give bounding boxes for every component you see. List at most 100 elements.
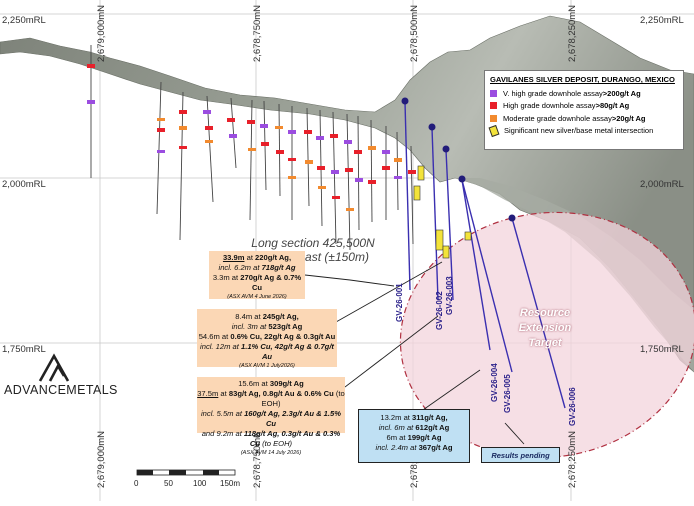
new-intersections	[413, 165, 472, 259]
target-label-line3: Target	[528, 337, 562, 349]
b2-source: (ASX AVM 1 July2026)	[239, 363, 295, 369]
legend-bold-2: >20g/t Ag	[611, 113, 646, 123]
leader-lines	[304, 261, 525, 445]
scale-bar: 0 50 100 150m	[134, 469, 240, 488]
b3-incl: incl. 5.5m at	[201, 409, 245, 418]
b3-incl-grade: 160g/t Ag, 2.3g/t Au & 1.5% Cu	[244, 409, 341, 428]
b4-interval: 13.2m at	[380, 413, 413, 422]
b2-incl-grade: 523g/t Ag	[268, 322, 303, 331]
b3-eoh: (to EOH)	[261, 389, 345, 408]
hole-gv-26-001	[404, 101, 411, 291]
target-label-line2: Extension	[518, 322, 572, 334]
hole-gv-26-004	[461, 179, 491, 351]
b4-incl-grade: 612g/t Ag	[415, 423, 450, 432]
hole-gv-26-005	[461, 179, 513, 373]
hole-label-gv-26-001: GV-26-001	[395, 283, 404, 322]
northing-bottom-2678250: 2,678,250mN	[567, 431, 578, 488]
b4-second-incl-grade: 367g/t Ag	[418, 443, 453, 452]
b2-cu-incl-grade: 1.1% Cu, 42g/t Ag & 0.7g/t Au	[240, 342, 334, 361]
legend-bold-0: >200g/t Ag	[602, 88, 641, 98]
hole-label-gv-26-006: GV-26-006	[568, 387, 577, 426]
b1-grade: 220g/t Ag,	[255, 253, 292, 262]
northing-top-2679000: 2,679,000mN	[96, 5, 107, 62]
hole-label-gv-26-003: GV-26-003	[445, 276, 454, 315]
b2-interval: 8.4m at	[235, 312, 263, 321]
rl-label-2000-right: 2,000mRL	[640, 179, 684, 190]
rl-label-2000-left: 2,000mRL	[2, 179, 46, 190]
result-box-gv-26-002-003: 8.4m at 245g/t Ag, incl. 3m at 523g/t Ag…	[197, 309, 337, 369]
result-box-new: 13.2m at 311g/t Ag, incl. 6m at 612g/t A…	[358, 409, 470, 463]
rl-label-1750-left: 1,750mRL	[2, 344, 46, 355]
b4-incl: incl. 6m at	[378, 423, 416, 432]
b3-and-grade: 118g/t Ag, 0.3g/t Au & 0.3% Cu	[243, 429, 341, 448]
hole-gv-26-002	[431, 127, 439, 301]
b3-source: (ASX AVM 14 July 2026)	[240, 450, 302, 456]
b4-second-grade: 199g/t Ag	[407, 433, 442, 442]
scale-label-50: 50	[164, 479, 173, 488]
b1-second-interval: 3.3m at	[212, 273, 241, 282]
hole-gv-26-003	[445, 149, 454, 301]
legend-text-2: Moderate grade downhole assay	[503, 113, 612, 123]
orange-square-icon	[490, 114, 497, 122]
hole-label-gv-26-004: GV-26-004	[490, 363, 499, 402]
hole-label-gv-26-002: GV-26-002	[435, 291, 444, 330]
rl-label-2250-left: 2,250mRL	[2, 15, 46, 26]
company-logo: ADVANCEMETALS	[4, 352, 134, 402]
b3-interval: 15.6m at	[238, 379, 270, 388]
rl-label-2250-right: 2,250mRL	[640, 15, 684, 26]
map-legend: GAVILANES SILVER DEPOSIT, DURANGO, MEXIC…	[484, 70, 684, 150]
b1-interval: 33.9m	[222, 253, 245, 262]
b3-second-grade: 83g/t Ag, 0.8g/t Au & 0.6% Cu	[228, 389, 334, 398]
result-box-gv-26-001: 33.9m at 220g/t Ag, incl. 6.2m at 718g/t…	[209, 251, 305, 300]
b4-second-interval: 6m at	[386, 433, 408, 442]
b2-incl: incl. 3m at	[231, 322, 269, 331]
target-label: Resource Extension Target	[505, 306, 585, 351]
legend-text-0: V. high grade downhole assay	[503, 88, 603, 98]
northing-bottom-2678750: 2,678,750mN	[252, 431, 263, 488]
b2-cu-interval: 54.6m at	[198, 332, 231, 341]
section-label-line1: Long section 425,500N	[251, 236, 375, 250]
b1-source: (ASX AVM 4 June 2026)	[227, 294, 287, 300]
b4-grade: 311g/t Ag,	[412, 413, 448, 422]
legend-item-very-high: V. high grade downhole assay >200g/t Ag	[490, 87, 678, 100]
resource-extension-target	[399, 211, 694, 459]
b4-second-incl: incl. 2.4m at	[375, 443, 419, 452]
northing-bottom-2679000: 2,679,000mN	[96, 431, 107, 488]
northing-bottom-2678500: 2,678,	[409, 462, 420, 488]
legend-text-1: High grade downhole assay	[503, 101, 596, 111]
b2-grade: 245g/t Ag,	[262, 312, 299, 321]
b2-cu-incl: incl. 12m at	[200, 342, 241, 351]
downhole-assays	[87, 64, 416, 211]
legend-text-3: Significant new silver/base metal inters…	[504, 126, 654, 136]
northing-top-2678250: 2,678,250mN	[567, 5, 578, 62]
legend-item-high: High grade downhole assay >80g/t Ag	[490, 100, 678, 113]
legend-item-moderate: Moderate grade downhole assay >20g/t Ag	[490, 112, 678, 125]
b1-at: at	[244, 253, 256, 262]
b3-and: and 9.2m at	[201, 429, 244, 438]
legend-title: GAVILANES SILVER DEPOSIT, DURANGO, MEXIC…	[490, 75, 675, 84]
yellow-intersection-icon	[488, 124, 500, 137]
hole-collars	[401, 97, 516, 222]
legend-bold-1: >80g/t Ag	[595, 101, 630, 111]
b3-at: at	[218, 389, 229, 398]
scale-label-150m: 150m	[220, 479, 240, 488]
hole-gv-26-006	[511, 217, 566, 409]
b1-incl: incl. 6.2m at	[218, 263, 262, 272]
logo-wordmark: ADVANCEMETALS	[4, 383, 118, 397]
red-square-icon	[490, 102, 497, 110]
b3-second-interval: 37.5m	[197, 389, 219, 398]
gv26-drillholes	[404, 101, 566, 409]
scale-label-100: 100	[193, 479, 207, 488]
logo-mark	[38, 353, 70, 382]
rl-label-1750-right: 1,750mRL	[640, 344, 684, 355]
b2-cu-grade: 0.6% Cu, 22g/t Ag & 0.3g/t Au	[230, 332, 336, 341]
results-pending-label: Results pending	[481, 447, 560, 463]
b3-and-eoh: (to EOH)	[260, 439, 293, 448]
hole-label-gv-26-005: GV-26-005	[503, 374, 512, 413]
b1-second-grade: 270g/t Ag & 0.7% Cu	[240, 273, 302, 292]
b1-incl-grade: 718g/t Ag	[261, 263, 296, 272]
legend-item-intersection: Significant new silver/base metal inters…	[488, 124, 678, 138]
northing-top-2678500: 2,678,500mN	[409, 5, 420, 62]
result-box-gv-26-004-005: 15.6m at 309g/t Ag 37.5m at 83g/t Ag, 0.…	[197, 377, 345, 456]
